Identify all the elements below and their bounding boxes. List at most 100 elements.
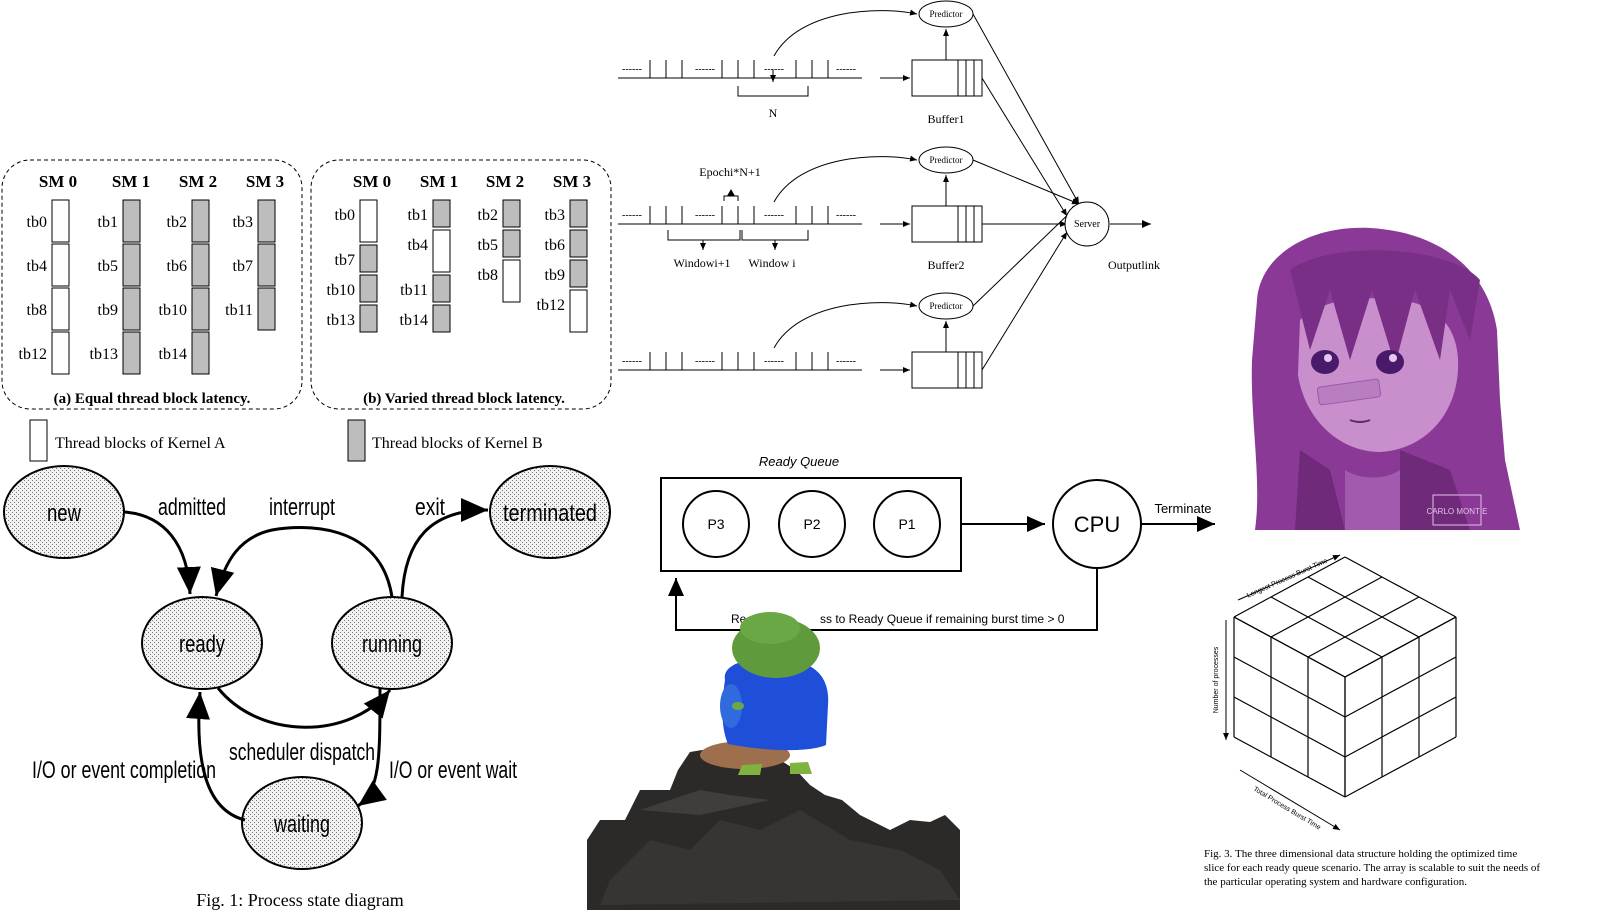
thread-block-a-tb11 [258,288,275,330]
thread-block-label-a-tb10: tb10 [159,302,187,319]
panel-a-frame [2,160,302,409]
transition-io-completion: I/O or event completion [32,757,216,784]
thread-block-label-b-tb5: tb5 [478,237,498,254]
thread-block-a-tb12 [52,332,69,374]
packet-streams: ------ ------ ------ ------ Predictor ------ -… [618,1,1079,388]
anime-right-eye [1376,350,1404,374]
state-waiting-label: waiting [273,811,330,838]
thread-block-label-b-tb10: tb10 [327,282,355,299]
state-terminated-label: terminated [503,500,597,527]
thread-block-label-a-tb13: tb13 [90,346,118,363]
stream-1-dots-d: ------ [836,210,856,221]
transition-exit: exit [415,494,445,521]
ready-queue-processes: P3 P2 P1 [683,491,940,557]
sm-header-a-0: SM 0 [39,172,77,191]
transition-io-wait: I/O or event wait [389,757,517,784]
thread-block-label-b-tb14: tb14 [400,312,428,329]
thread-block-label-a-tb12: tb12 [19,346,47,363]
terminate-label: Terminate [1154,501,1211,516]
process-label-p3: P3 [707,516,724,532]
figure-3-caption-line-2: slice for each ready queue scenario. The… [1204,862,1540,874]
thread-block-b-tb4 [433,230,450,272]
thread-block-b-tb3 [570,200,587,227]
anime-signature: CARLO MONTIE [1427,507,1488,516]
stream-0-dots-b: ------ [695,64,715,75]
predictor-label-1: Predictor [930,155,963,165]
thread-block-label-a-tb7: tb7 [233,258,253,275]
sm-header-b-2: SM 2 [486,172,524,191]
thread-block-label-a-tb14: tb14 [159,346,187,363]
thread-block-b-tb8 [503,260,520,302]
window-next-label: Windowi+1 [674,256,731,270]
thread-block-a-tb1 [123,200,140,242]
thread-block-b-tb6 [570,230,587,257]
transition-interrupt: interrupt [269,494,335,521]
thread-block-label-b-tb8: tb8 [478,267,498,284]
thread-block-label-a-tb11: tb11 [225,302,253,319]
thread-block-a-tb7 [258,244,275,286]
thread-block-label-b-tb2: tb2 [478,207,498,224]
process-label-p2: P2 [803,516,820,532]
thread-block-b-tb2 [503,200,520,227]
legend-kernel-b: Thread blocks of Kernel B [372,435,543,452]
n-label: N [769,106,778,120]
thread-block-a-tb13 [123,332,140,374]
buffer2-label: Buffer2 [927,258,964,272]
thread-block-b-tb11 [433,275,450,302]
sm-headers: SM 0SM 0SM 1SM 1SM 2SM 2SM 3SM 3 [39,172,591,191]
buffer-1 [912,206,982,242]
buffer-2 [912,352,982,388]
stream-2-dots-b: ------ [695,356,715,367]
thread-block-label-a-tb1: tb1 [98,214,118,231]
thread-block-b-tb7 [360,245,377,272]
panel-b-blocks: tb0tb7tb10tb13tb1tb4tb11tb14tb2tb5tb8tb3… [327,200,587,332]
anime-left-eye [1311,350,1339,374]
state-running-label: running [362,631,422,658]
stream-2-dots-d: ------ [836,356,856,367]
epoch-label: Epochi*N+1 [699,165,760,179]
thread-block-label-b-tb13: tb13 [327,312,355,329]
figure-3-caption-line-3: the particular operating system and hard… [1204,876,1467,888]
thread-block-label-b-tb6: tb6 [545,237,565,254]
thread-block-a-tb5 [123,244,140,286]
panel-a-caption: (a) Equal thread block latency. [54,391,251,407]
thread-block-b-tb0 [360,200,377,242]
stream-2-dots-a: ------ [622,356,642,367]
thread-block-label-b-tb12: tb12 [537,297,565,314]
frog-on-rock-image [587,612,960,910]
thread-block-label-a-tb4: tb4 [27,258,47,275]
thread-block-label-b-tb4: tb4 [408,237,428,254]
thread-block-b-tb12 [570,290,587,332]
figure-1-caption: Fig. 1: Process state diagram [196,890,403,910]
thread-block-a-tb14 [192,332,209,374]
state-ready-label: ready [179,631,225,658]
window-current-label: Window i [748,256,796,270]
axis-number-processes: Number of processes [1213,646,1220,713]
thread-block-b-tb1 [433,200,450,227]
thread-block-b-tb14 [433,305,450,332]
state-new-label: new [47,500,82,527]
thread-block-b-tb10 [360,275,377,302]
panel-b-caption: (b) Varied thread block latency. [363,391,565,407]
thread-block-label-a-tb5: tb5 [98,258,118,275]
thread-block-a-tb3 [258,200,275,242]
thread-block-b-tb5 [503,230,520,257]
figure-3-caption-line-1: Fig. 3. The three dimensional data struc… [1204,848,1517,860]
return-label-right: ss to Ready Queue if remaining burst tim… [820,612,1065,626]
thread-block-a-tb6 [192,244,209,286]
process-label-p1: P1 [898,516,915,532]
thread-block-label-a-tb3: tb3 [233,214,253,231]
cpu-label: CPU [1074,512,1120,537]
thread-block-label-b-tb9: tb9 [545,267,565,284]
panel-a-blocks: tb0tb4tb8tb12tb1tb5tb9tb13tb2tb6tb10tb14… [19,200,275,374]
thread-block-a-tb0 [52,200,69,242]
axis-longest-burst: Longest Process Burst Time [1246,558,1329,600]
sm-header-b-3: SM 3 [553,172,591,191]
thread-block-label-a-tb0: tb0 [27,214,47,231]
thread-block-a-tb2 [192,200,209,242]
stream-1-dots-a: ------ [622,210,642,221]
predictor-label-2: Predictor [930,301,963,311]
thread-block-label-b-tb11: tb11 [400,282,428,299]
stream-1-dots-b: ------ [695,210,715,221]
